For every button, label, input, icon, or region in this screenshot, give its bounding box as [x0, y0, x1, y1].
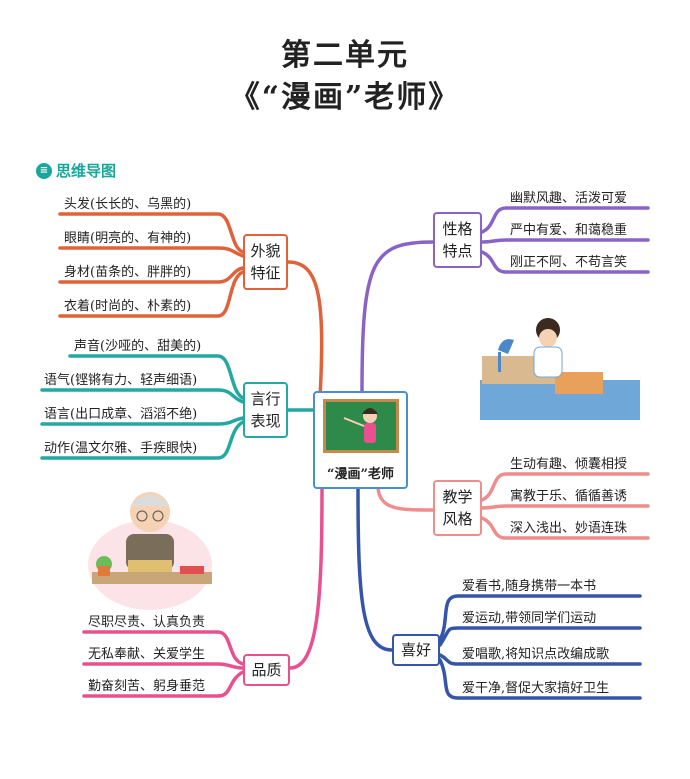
- leaf-appearance: 眼睛(明亮的、有神的): [64, 231, 192, 246]
- leaf-teaching: 生动有趣、倾囊相授: [510, 457, 628, 472]
- category-personality-label-1: 性格: [442, 220, 473, 238]
- lesson-title: 《“漫画”老师》: [229, 80, 461, 115]
- leaf-quality: 无私奉献、关爱学生: [88, 647, 206, 662]
- teaching-branch-lines: [376, 472, 650, 540]
- leaf-behavior: 声音(沙哑的、甜美的): [74, 339, 202, 354]
- teacher-figure-icon: [343, 408, 378, 443]
- leaf-hobby: 爱运动,带领同学们运动: [462, 611, 597, 626]
- mindmap-badge-label: 思维导图: [56, 162, 117, 180]
- category-hobby: 喜好: [392, 634, 440, 666]
- category-appearance-label-2: 特征: [250, 264, 281, 282]
- leaf-appearance: 身材(苗条的、胖胖的): [64, 265, 192, 280]
- leaf-appearance: 头发(长长的、乌黑的): [64, 197, 192, 212]
- mindmap-badge: ≡ 思维导图: [36, 160, 116, 181]
- leaf-hobby: 爱看书,随身携带一本书: [462, 579, 597, 594]
- leaf-behavior: 语言(出口成章、滔滔不绝): [44, 407, 198, 422]
- leaf-hobby: 爱唱歌,将知识点改编成歌: [462, 647, 610, 662]
- leaf-appearance: 衣着(时尚的、朴素的): [64, 299, 192, 314]
- teacher-desk-illustration: [480, 318, 640, 420]
- leaf-teaching: 寓教于乐、循循善诱: [510, 489, 628, 504]
- blackboard-illustration: [323, 399, 399, 453]
- appearance-branch-lines: [58, 212, 324, 400]
- center-node: “漫画”老师: [313, 391, 408, 489]
- leaf-personality: 幽默风趣、活泼可爱: [510, 191, 628, 206]
- category-behavior-label-2: 表现: [250, 412, 281, 430]
- center-label: “漫画”老师: [327, 467, 394, 482]
- leaf-hobby: 爱干净,督促大家搞好卫生: [462, 681, 610, 696]
- leaf-personality: 严中有爱、和蔼稳重: [510, 223, 628, 238]
- category-appearance-label-1: 外貌: [250, 242, 281, 260]
- behavior-branch-lines: [40, 354, 317, 460]
- leaf-behavior: 动作(温文尔雅、手疾眼快): [44, 441, 198, 456]
- leaf-quality: 尽职尽责、认真负责: [88, 615, 206, 630]
- elder-teacher-illustration: [88, 492, 212, 610]
- mindmap-icon: ≡: [36, 162, 52, 179]
- leaf-personality: 刚正不阿、不苟言笑: [510, 255, 628, 270]
- leaf-behavior: 语气(铿锵有力、轻声细语): [44, 373, 198, 388]
- personality-branch-lines: [360, 206, 650, 394]
- category-quality: 品质: [243, 654, 290, 686]
- category-hobby-label: 喜好: [400, 641, 431, 659]
- hobby-branch-lines: [356, 486, 642, 700]
- category-quality-label: 品质: [251, 661, 282, 679]
- category-teaching-label-1: 教学: [442, 488, 473, 506]
- category-appearance: 外貌 特征: [243, 234, 288, 290]
- unit-title: 第二单元: [281, 38, 409, 73]
- leaf-teaching: 深入浅出、妙语连珠: [510, 521, 628, 536]
- category-behavior-label-1: 言行: [250, 390, 281, 408]
- category-teaching: 教学 风格: [433, 480, 482, 536]
- category-personality: 性格 特点: [433, 212, 482, 268]
- category-teaching-label-2: 风格: [442, 510, 473, 528]
- quality-branch-lines: [82, 486, 324, 698]
- category-personality-label-2: 特点: [442, 242, 473, 260]
- category-behavior: 言行 表现: [243, 382, 288, 438]
- leaf-quality: 勤奋刻苦、躬身垂范: [88, 679, 206, 694]
